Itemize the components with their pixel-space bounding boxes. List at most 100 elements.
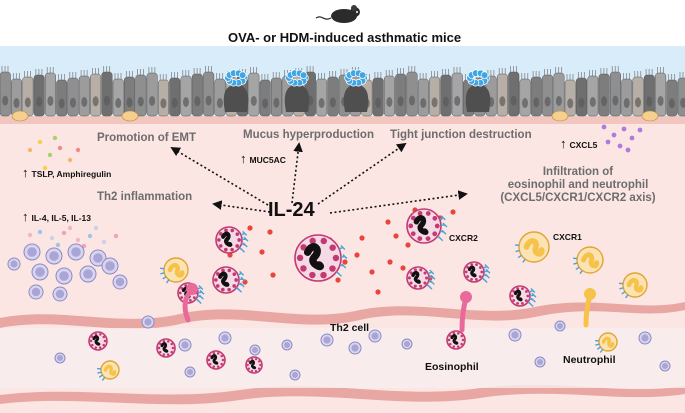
th2-nucleus (187, 369, 193, 375)
dotted-arrow-icon (212, 200, 271, 213)
th2-nucleus (105, 261, 115, 271)
th2-nucleus (31, 287, 41, 297)
epithelial-cell (406, 71, 418, 117)
eosinophil-granule (470, 278, 473, 281)
cytokine-dot (270, 272, 276, 278)
epithelial-cell (395, 73, 407, 117)
eosinophil-granule (216, 365, 220, 368)
eosinophil-granule (526, 294, 530, 298)
cell-nucleus (36, 96, 43, 107)
eosinophil-granule (475, 263, 478, 267)
epithelial-cytokine-dot (75, 147, 81, 153)
epithelial-cell (621, 78, 633, 117)
cytokine-dot (393, 233, 399, 239)
cell-nucleus (409, 95, 415, 106)
eosinophil-granule (524, 290, 528, 293)
cytokine-dot (247, 225, 253, 231)
up-arrow-icon: ↑ (22, 209, 29, 224)
mucus-granule (358, 71, 367, 79)
epithelial-cell (609, 71, 621, 117)
mucus-granule (299, 71, 308, 79)
cell-nucleus (589, 97, 596, 107)
eosinophil-granule (309, 271, 316, 279)
eosinophil-granule (215, 284, 220, 288)
eosinophil-granule (332, 254, 340, 262)
eosinophil-granule (162, 340, 166, 343)
eosinophil-granule (102, 335, 106, 339)
cell-nucleus (205, 95, 212, 106)
eosinophil-granule (89, 339, 93, 343)
cell-nucleus (194, 96, 201, 107)
eosinophil-nucleus (218, 271, 230, 287)
cxcr1-receptor (522, 258, 526, 263)
eosinophil-label: Eosinophil (425, 361, 479, 373)
cytokine-dot (400, 265, 406, 271)
effect-mucus: Mucus hyperproduction (243, 129, 374, 141)
cxcl5-dot (611, 132, 617, 138)
epithelial-cell (576, 77, 588, 117)
receptor-cxcr2: CXCR2 (449, 233, 478, 243)
eosinophil-granule (464, 270, 468, 274)
eosinophil-granule (214, 278, 218, 282)
cytokine-dot (369, 269, 375, 275)
eosinophil-granule (220, 354, 224, 358)
eosinophil-nucleus (249, 359, 257, 370)
epithelial-cell (248, 72, 260, 117)
cxcr2-receptor (235, 287, 243, 293)
basal-cell (551, 110, 569, 122)
eosinophil-granule (259, 363, 262, 367)
eosinophil-granule (512, 289, 516, 293)
th2-nucleus (284, 342, 290, 348)
mucus-granule (480, 71, 489, 79)
eosinophil-granule (470, 263, 474, 266)
eosinophil-granule (207, 358, 211, 362)
th2-nucleus (351, 344, 359, 352)
eosinophil-granule (423, 271, 427, 275)
cell-nucleus (160, 98, 167, 109)
eosinophil-granule (221, 268, 225, 273)
up-arrow-icon: ↑ (240, 151, 247, 166)
epithelial-cell (508, 71, 520, 117)
eosinophil-granule (216, 272, 220, 276)
eosinophil-granule (432, 231, 438, 237)
eosinophil-granule (212, 365, 216, 368)
cxcr1-receptor (515, 249, 520, 253)
eosinophil-granule (94, 346, 98, 349)
epithelial-cell (587, 75, 599, 117)
cxcr2-receptor (440, 222, 448, 228)
cxcr2-receptor (483, 273, 490, 279)
neutrophil-nucleus (581, 252, 600, 269)
eosinophil-granule (452, 332, 456, 335)
cell-nucleus (567, 98, 574, 109)
interleukin-dot (27, 232, 33, 238)
cell-nucleus (431, 97, 438, 108)
cytokine-dot (259, 249, 265, 255)
eosinophil-granule (520, 302, 524, 305)
eosinophil-granule (220, 287, 225, 292)
cxcr2-receptor (528, 288, 536, 294)
eosinophil-granule (419, 268, 423, 272)
eosinophil-granule (410, 215, 416, 221)
eosinophil-granule (480, 270, 484, 274)
cxcr2-receptor (197, 294, 204, 300)
cell-nucleus (58, 98, 65, 109)
cell-nucleus (544, 96, 551, 107)
cxcr2-receptor (481, 277, 488, 283)
up-arrow-icon: ↑ (22, 165, 29, 180)
th2-nucleus (641, 334, 649, 342)
th2-nucleus (71, 247, 81, 257)
eosinophil-granule (329, 244, 336, 251)
eosinophil-granule (180, 296, 184, 299)
epithelial-cytokine-dot (42, 165, 48, 171)
eosinophil-granule (162, 353, 166, 356)
cell-nucleus (555, 95, 562, 106)
effect-tight-junction: Tight junction destruction (390, 129, 532, 141)
eosinophil-granule (257, 360, 261, 363)
il24-center-label: IL-24 (268, 199, 315, 221)
epithelial-cytokine-dot (57, 145, 63, 151)
cell-nucleus (623, 98, 630, 109)
eosinophil-granule (516, 287, 520, 290)
effect-th2: Th2 inflammation (97, 191, 193, 203)
epithelial-cell (67, 77, 79, 117)
eosinophil-granule (220, 362, 223, 366)
